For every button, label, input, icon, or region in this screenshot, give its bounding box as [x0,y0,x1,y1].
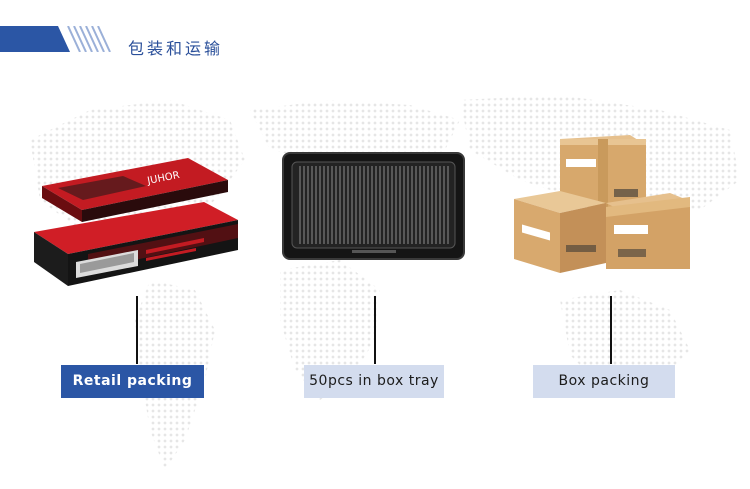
section-title: 包装和运输 [128,39,224,58]
label-box-packing: Box packing [533,365,675,398]
connector-line-box [610,296,612,364]
carton-boxes-image [514,135,690,273]
label-retail-packing: Retail packing [61,365,204,398]
label-box-tray: 50pcs in box tray [304,365,444,398]
tray-image [282,152,465,260]
retail-box-image: JUHOR [34,158,238,286]
connector-line-tray [374,296,376,364]
connector-line-retail [136,296,138,364]
header-accent-band [0,26,111,52]
